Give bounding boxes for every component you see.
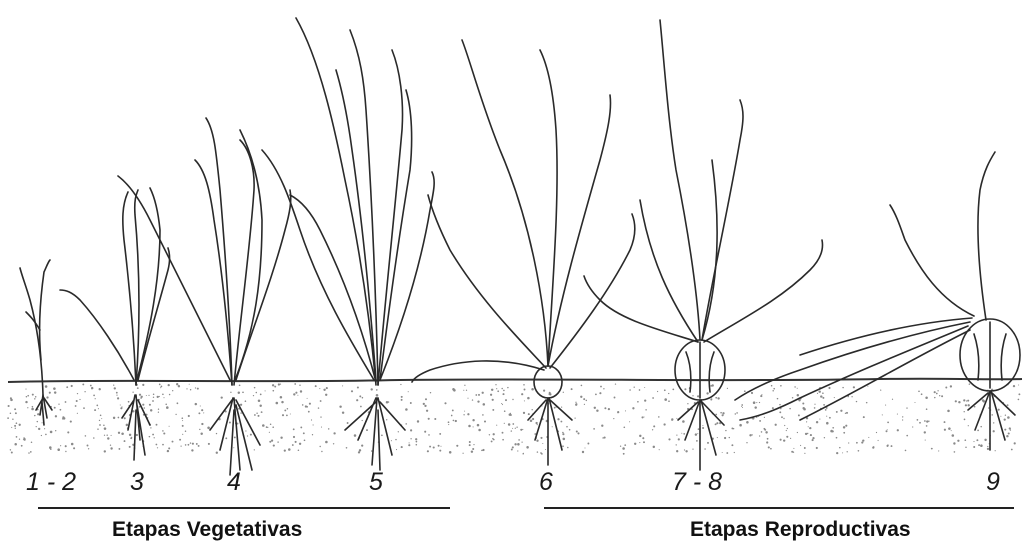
stage-label-3: 3 (130, 468, 144, 497)
plant-stage-9 (735, 152, 1020, 450)
vegetative-phase-rule (38, 507, 450, 509)
reproductive-phase-label: Etapas Reproductivas (690, 518, 911, 542)
stage-label-1-2: 1 - 2 (26, 468, 76, 497)
ground-line (8, 379, 1022, 382)
plant-stage-4 (118, 118, 291, 475)
stage-label-5: 5 (369, 468, 383, 497)
soil-speckles (7, 383, 1020, 455)
plant-stage-6 (412, 40, 635, 465)
plant-stage-7-8 (584, 20, 823, 470)
reproductive-phase-rule (544, 507, 1014, 509)
plant-stage-5 (262, 18, 434, 470)
stage-label-7-8: 7 - 8 (672, 468, 722, 497)
stage-label-9: 9 (986, 468, 1000, 497)
vegetative-phase-label: Etapas Vegetativas (112, 518, 302, 542)
plant-stage-3 (60, 188, 170, 460)
stage-label-6: 6 (539, 468, 553, 497)
stage-label-4: 4 (227, 468, 241, 497)
plant-stage-1-2 (20, 260, 52, 425)
